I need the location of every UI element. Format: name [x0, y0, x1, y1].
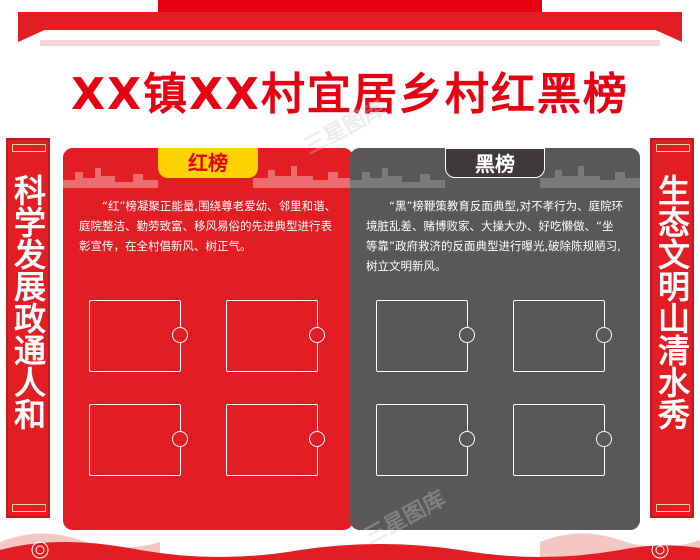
frame-notch: [309, 431, 325, 447]
photo-frame: [89, 300, 188, 372]
frame-notch: [459, 327, 475, 343]
frame-notch: [596, 431, 612, 447]
photo-frame: [89, 404, 188, 476]
couplet-ornament: [656, 504, 690, 512]
photo-frame: [226, 404, 325, 476]
black-board: 黑榜 “黑”榜鞭策教育反面典型,对不孝行为、庭院环境脏乱差、赌博败家、大操大办、…: [350, 148, 640, 530]
roof-top: [158, 0, 542, 12]
red-board-panel: “红”榜凝聚正能量,围绕尊老爱幼、邻里和谐、庭院整洁、勤劳致富、移风易俗的先进典…: [63, 188, 353, 530]
roof-eave: [18, 12, 682, 42]
black-board-label: 黑榜: [445, 148, 545, 178]
frame-notch: [172, 327, 188, 343]
black-board-description: “黑”榜鞭策教育反面典型,对不孝行为、庭院环境脏乱差、赌博败家、大操大办、好吃懒…: [366, 199, 624, 273]
red-board-header: 红榜: [63, 148, 353, 188]
photo-frame: [513, 404, 612, 476]
photo-frame: [376, 404, 475, 476]
red-board-label: 红榜: [158, 148, 258, 178]
photo-frame: [513, 300, 612, 372]
right-couplet-text: 生态文明山清水秀: [653, 174, 691, 430]
red-board: 红榜 “红”榜凝聚正能量,围绕尊老爱幼、邻里和谐、庭院整洁、勤劳致富、移风易俗的…: [63, 148, 353, 530]
page-title: XX镇XX村宜居乡村红黑榜: [71, 69, 629, 120]
couplet-ornament: [656, 144, 690, 152]
left-couplet-text: 科学发展政通人和: [9, 174, 47, 430]
cloud-wave-decoration: [0, 533, 700, 560]
roof-shadow: [40, 40, 660, 46]
frame-notch: [596, 327, 612, 343]
black-board-panel: “黑”榜鞭策教育反面典型,对不孝行为、庭院环境脏乱差、赌博败家、大操大办、好吃懒…: [350, 188, 640, 530]
skyline-icon: [350, 166, 640, 188]
photo-frame: [376, 300, 475, 372]
left-couplet: 科学发展政通人和: [6, 138, 50, 518]
black-board-header: 黑榜: [350, 148, 640, 188]
skyline-icon: [63, 166, 353, 188]
frame-notch: [459, 431, 475, 447]
red-board-description: “红”榜凝聚正能量,围绕尊老爱幼、邻里和谐、庭院整洁、勤劳致富、移风易俗的先进典…: [79, 199, 337, 253]
right-couplet: 生态文明山清水秀: [650, 138, 694, 518]
couplet-ornament: [12, 504, 46, 512]
couplet-ornament: [12, 144, 46, 152]
photo-frame: [226, 300, 325, 372]
frame-notch: [309, 327, 325, 343]
frame-notch: [172, 431, 188, 447]
